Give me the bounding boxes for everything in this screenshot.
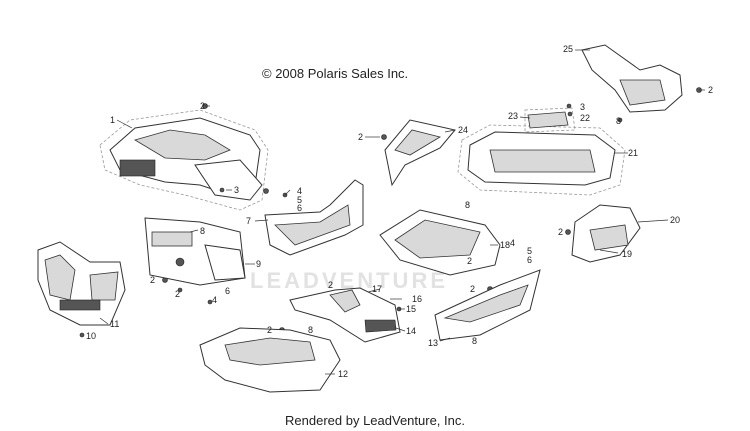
part-1-hood (99, 109, 269, 211)
callout-3a: 3 (234, 185, 239, 195)
callout-2d: 2 (467, 256, 472, 266)
part-13-floor-right (434, 269, 541, 341)
rendered-by-footer: Rendered by LeadVenture, Inc. (285, 413, 465, 428)
callout-13: 13 (428, 338, 438, 348)
callout-1: 1 (110, 115, 115, 125)
callout-2a: 2 (200, 101, 205, 111)
callout-8b: 8 (616, 116, 621, 126)
callout-10: 10 (86, 331, 96, 341)
callout-6b: 6 (527, 255, 532, 265)
callout-2e: 2 (558, 227, 563, 237)
copyright-notice: © 2008 Polaris Sales Inc. (262, 66, 409, 81)
part-12-floor-tub (199, 327, 341, 393)
callout-21: 21 (628, 148, 638, 158)
callout-7: 7 (246, 216, 251, 226)
callout-2c: 2 (358, 132, 363, 142)
callout-2j: 2 (328, 280, 333, 290)
callout-2g: 2 (175, 289, 180, 299)
callout-3b: 3 (580, 102, 585, 112)
callout-11: 11 (110, 319, 119, 329)
part-25-rear-fascia (581, 44, 683, 113)
callout-8c: 8 (465, 200, 470, 210)
callout-4c: 4 (212, 295, 217, 305)
callout-8e: 8 (472, 336, 477, 346)
callout-8d: 8 (308, 325, 313, 335)
callout-17: 17 (372, 284, 382, 294)
callout-22: 22 (580, 113, 590, 123)
callout-2b: 2 (708, 85, 713, 95)
callout-25: 25 (563, 44, 573, 54)
callout-18: 18 (500, 240, 510, 250)
callout-19: 19 (622, 249, 632, 259)
callout-5b: 5 (527, 246, 532, 256)
callout-4b: 4 (510, 238, 515, 248)
callout-16: 16 (412, 294, 422, 304)
callout-24: 24 (458, 125, 468, 135)
part-18-seat-panel (379, 209, 501, 276)
callout-6c: 6 (225, 286, 230, 296)
part-24-side-panel (384, 119, 456, 187)
callout-labels: 1 2 3 4 5 6 7 8 9 10 11 12 13 14 15 16 1… (86, 44, 713, 379)
callout-2h: 2 (267, 325, 272, 335)
callout-9: 9 (256, 259, 261, 269)
callout-20: 20 (670, 215, 680, 225)
callout-8a: 8 (200, 226, 205, 236)
part-22-23-plate (524, 107, 576, 133)
callout-6a: 6 (297, 203, 302, 213)
part-19-20-rear-side (571, 204, 641, 263)
callout-23: 23 (508, 111, 518, 121)
part-21-cargo-bed (457, 124, 626, 196)
part-14-17-console (289, 287, 401, 343)
part-8-9-dash-panel (144, 217, 246, 286)
callout-2i: 2 (470, 284, 475, 294)
leader-lines (99, 49, 705, 375)
callout-2f: 2 (150, 275, 155, 285)
callout-15: 15 (406, 304, 416, 314)
callout-14: 14 (406, 326, 416, 336)
part-11-front-fascia (37, 241, 126, 326)
callout-12: 12 (338, 369, 348, 379)
callout-4a: 4 (297, 186, 302, 196)
part-7-front-panel (264, 179, 364, 256)
callout-5a: 5 (297, 195, 302, 205)
